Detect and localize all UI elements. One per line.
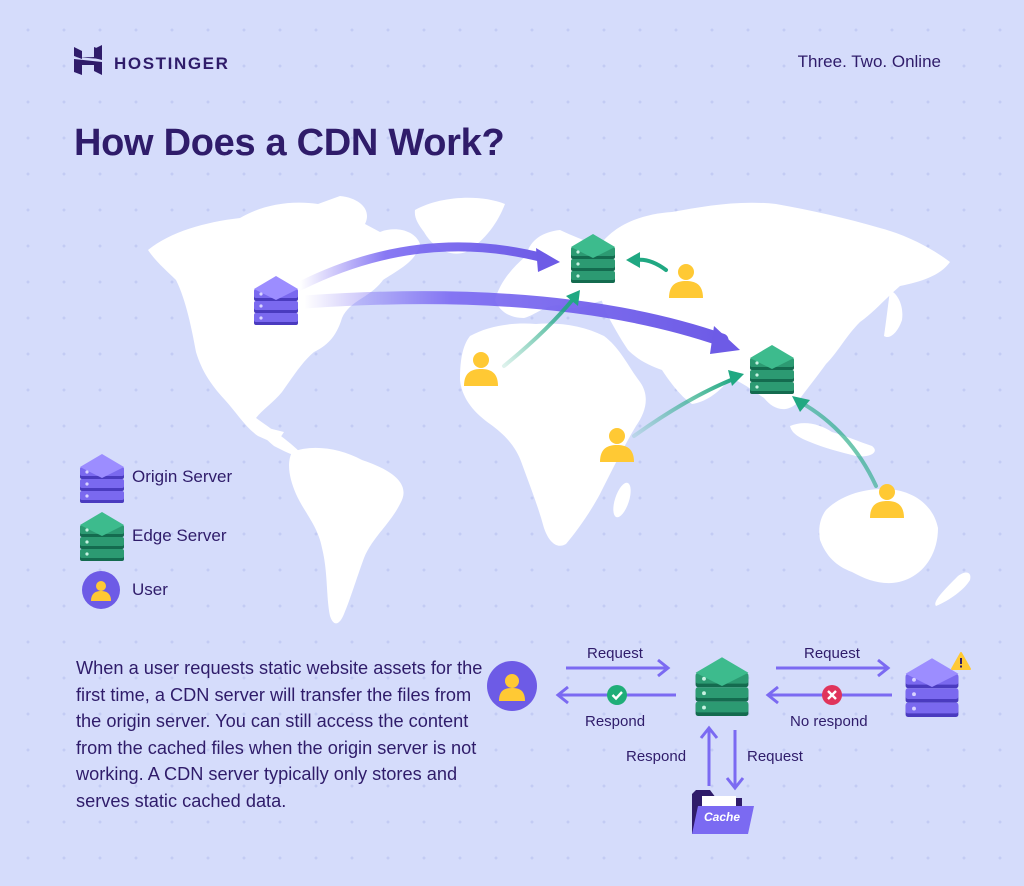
cross-icon	[822, 685, 842, 705]
indonesia-landmass	[790, 423, 875, 457]
flow-respond-left-label: Respond	[585, 713, 646, 730]
japan-landmass	[884, 290, 903, 338]
legend-edge-server: Edge Server	[132, 526, 227, 546]
origin-to-europe-arrow	[295, 242, 549, 291]
australia-user-to-asia-edge-arrowhead	[792, 396, 810, 412]
new-zealand-landmass	[935, 572, 971, 606]
greenland-landmass	[414, 197, 505, 254]
flow-request-left-label: Request	[587, 645, 643, 662]
brand-name: HOSTINGER	[114, 53, 230, 73]
flow-request-right-label: Request	[804, 645, 860, 662]
description-text: When a user requests static website asse…	[76, 658, 483, 811]
africa-user-to-europe-edge-arrowhead	[566, 290, 580, 306]
legend-origin-server: Origin Server	[132, 467, 232, 487]
flow-diagram	[487, 652, 971, 834]
legend-edge-server-label: Edge Server	[132, 526, 227, 545]
cache-folder-icon	[692, 790, 754, 834]
map-arrows	[295, 242, 878, 488]
central-america-landmass	[256, 418, 302, 456]
legend-user-icon	[82, 571, 120, 609]
flow-respond-cache-label: Respond	[626, 748, 687, 765]
page-title: How Does a CDN Work?	[74, 122, 505, 164]
tagline: Three. Two. Online	[797, 52, 941, 71]
flow-request-cache-label: Request	[747, 748, 803, 765]
east-africa-user-to-asia-edge-arrow	[632, 376, 738, 438]
origin-to-asia-arrow	[297, 291, 729, 347]
madagascar-landmass	[613, 482, 631, 518]
warning-icon	[951, 652, 971, 670]
hostinger-logo-icon	[74, 45, 102, 82]
legend-origin-server-label: Origin Server	[132, 467, 233, 486]
world-map	[148, 196, 971, 624]
origin-to-europe-arrowhead	[536, 248, 560, 272]
africa-user-to-europe-edge-arrow	[502, 296, 576, 368]
east-africa-user-to-asia-edge-arrowhead	[728, 370, 744, 386]
legend-user-label: User	[132, 580, 168, 599]
flow-user-icon	[487, 661, 537, 711]
australia-landmass	[819, 488, 938, 584]
origin-to-asia-arrowhead	[710, 326, 740, 354]
check-icon	[607, 685, 627, 705]
legend-origin-server-icon	[80, 454, 124, 503]
asia-landmass	[597, 202, 950, 410]
flow-origin-server-icon	[905, 658, 959, 717]
south-america-landmass	[289, 447, 404, 624]
legend-user: User	[132, 580, 168, 600]
cache-label: Cache	[704, 810, 741, 824]
brand: HOSTINGER	[74, 45, 229, 82]
australia-user-to-asia-edge-arrow	[798, 400, 878, 488]
legend-edge-server-icon	[80, 512, 124, 561]
user-to-europe-edge-arrowhead	[626, 252, 640, 268]
flow-edge-server-icon	[695, 657, 749, 716]
flow-no-respond-label: No respond	[790, 713, 868, 730]
africa-landmass	[460, 323, 646, 546]
